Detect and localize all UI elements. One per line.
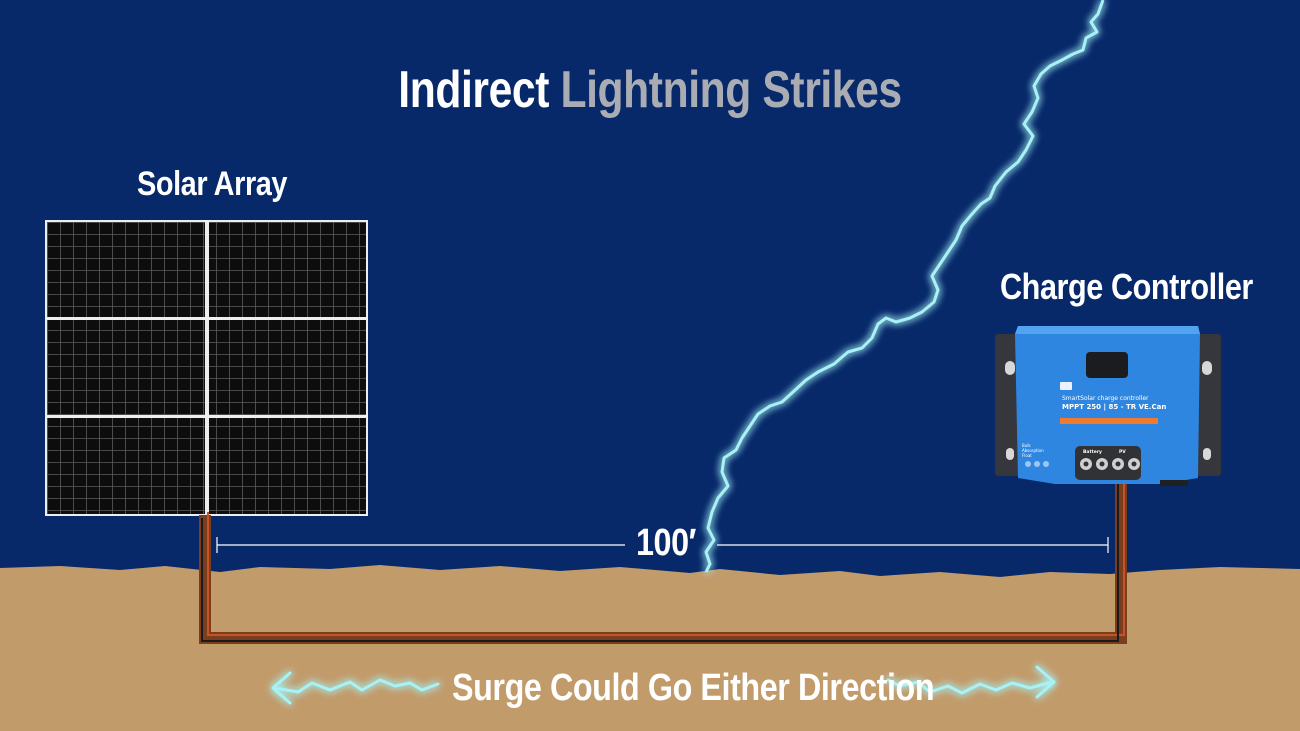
title-part-2: Lightning Strikes <box>560 61 902 119</box>
buried-cable <box>199 477 1127 644</box>
solar-panel-icon <box>45 220 368 516</box>
controller-battery-terminal-label: Battery <box>1083 450 1102 455</box>
lightning-bolt-icon <box>704 0 1105 573</box>
controller-brand-text: SmartSolar charge controller <box>1062 395 1149 402</box>
charge-controller-icon <box>995 326 1221 486</box>
controller-model-text: MPPT 250 | 85 - TR VE.Can <box>1062 403 1167 411</box>
controller-pv-terminal-label: PV <box>1119 450 1126 455</box>
charge-controller-label: Charge Controller <box>1000 266 1253 307</box>
double-arrow-right-icon <box>886 665 1056 699</box>
distance-label: 100′ <box>636 522 696 564</box>
page-title: Indirect Lightning Strikes <box>117 60 1183 120</box>
controller-status-labels: Bulk Absorption Float <box>1022 443 1044 458</box>
title-part-1: Indirect <box>398 61 550 119</box>
solar-array-label: Solar Array <box>137 165 288 203</box>
distance-measure-line <box>216 537 1109 553</box>
surge-caption: Surge Could Go Either Direction <box>452 667 935 709</box>
double-arrow-left-icon <box>271 671 440 705</box>
